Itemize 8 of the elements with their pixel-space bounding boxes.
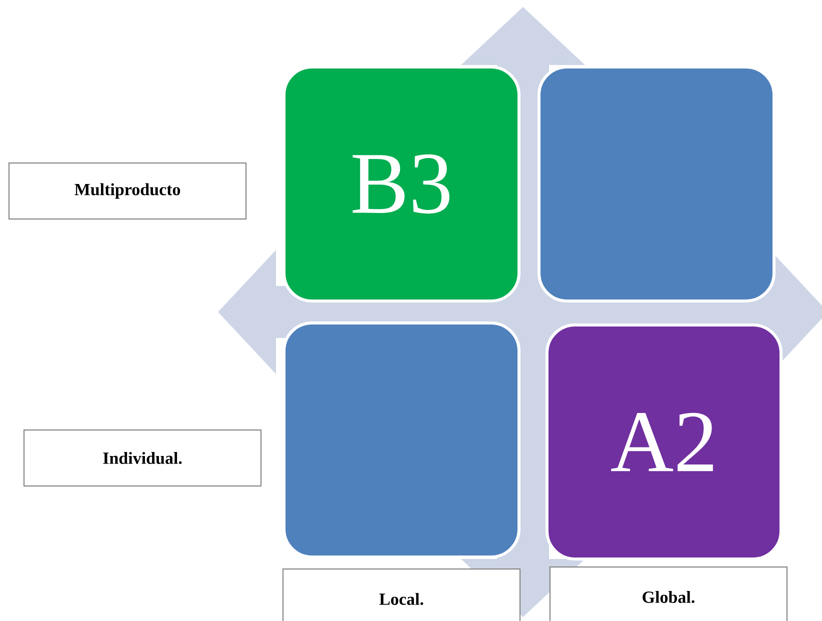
rounded-square: A2 xyxy=(546,324,782,560)
rounded-square xyxy=(282,322,520,558)
label-box: Local. xyxy=(282,568,520,621)
rounded-square: B3 xyxy=(282,66,520,302)
label-box: Individual. xyxy=(24,430,262,486)
label-box: Global. xyxy=(550,566,788,621)
rounded-square xyxy=(538,66,776,302)
label-box: Multiproducto xyxy=(8,162,246,220)
